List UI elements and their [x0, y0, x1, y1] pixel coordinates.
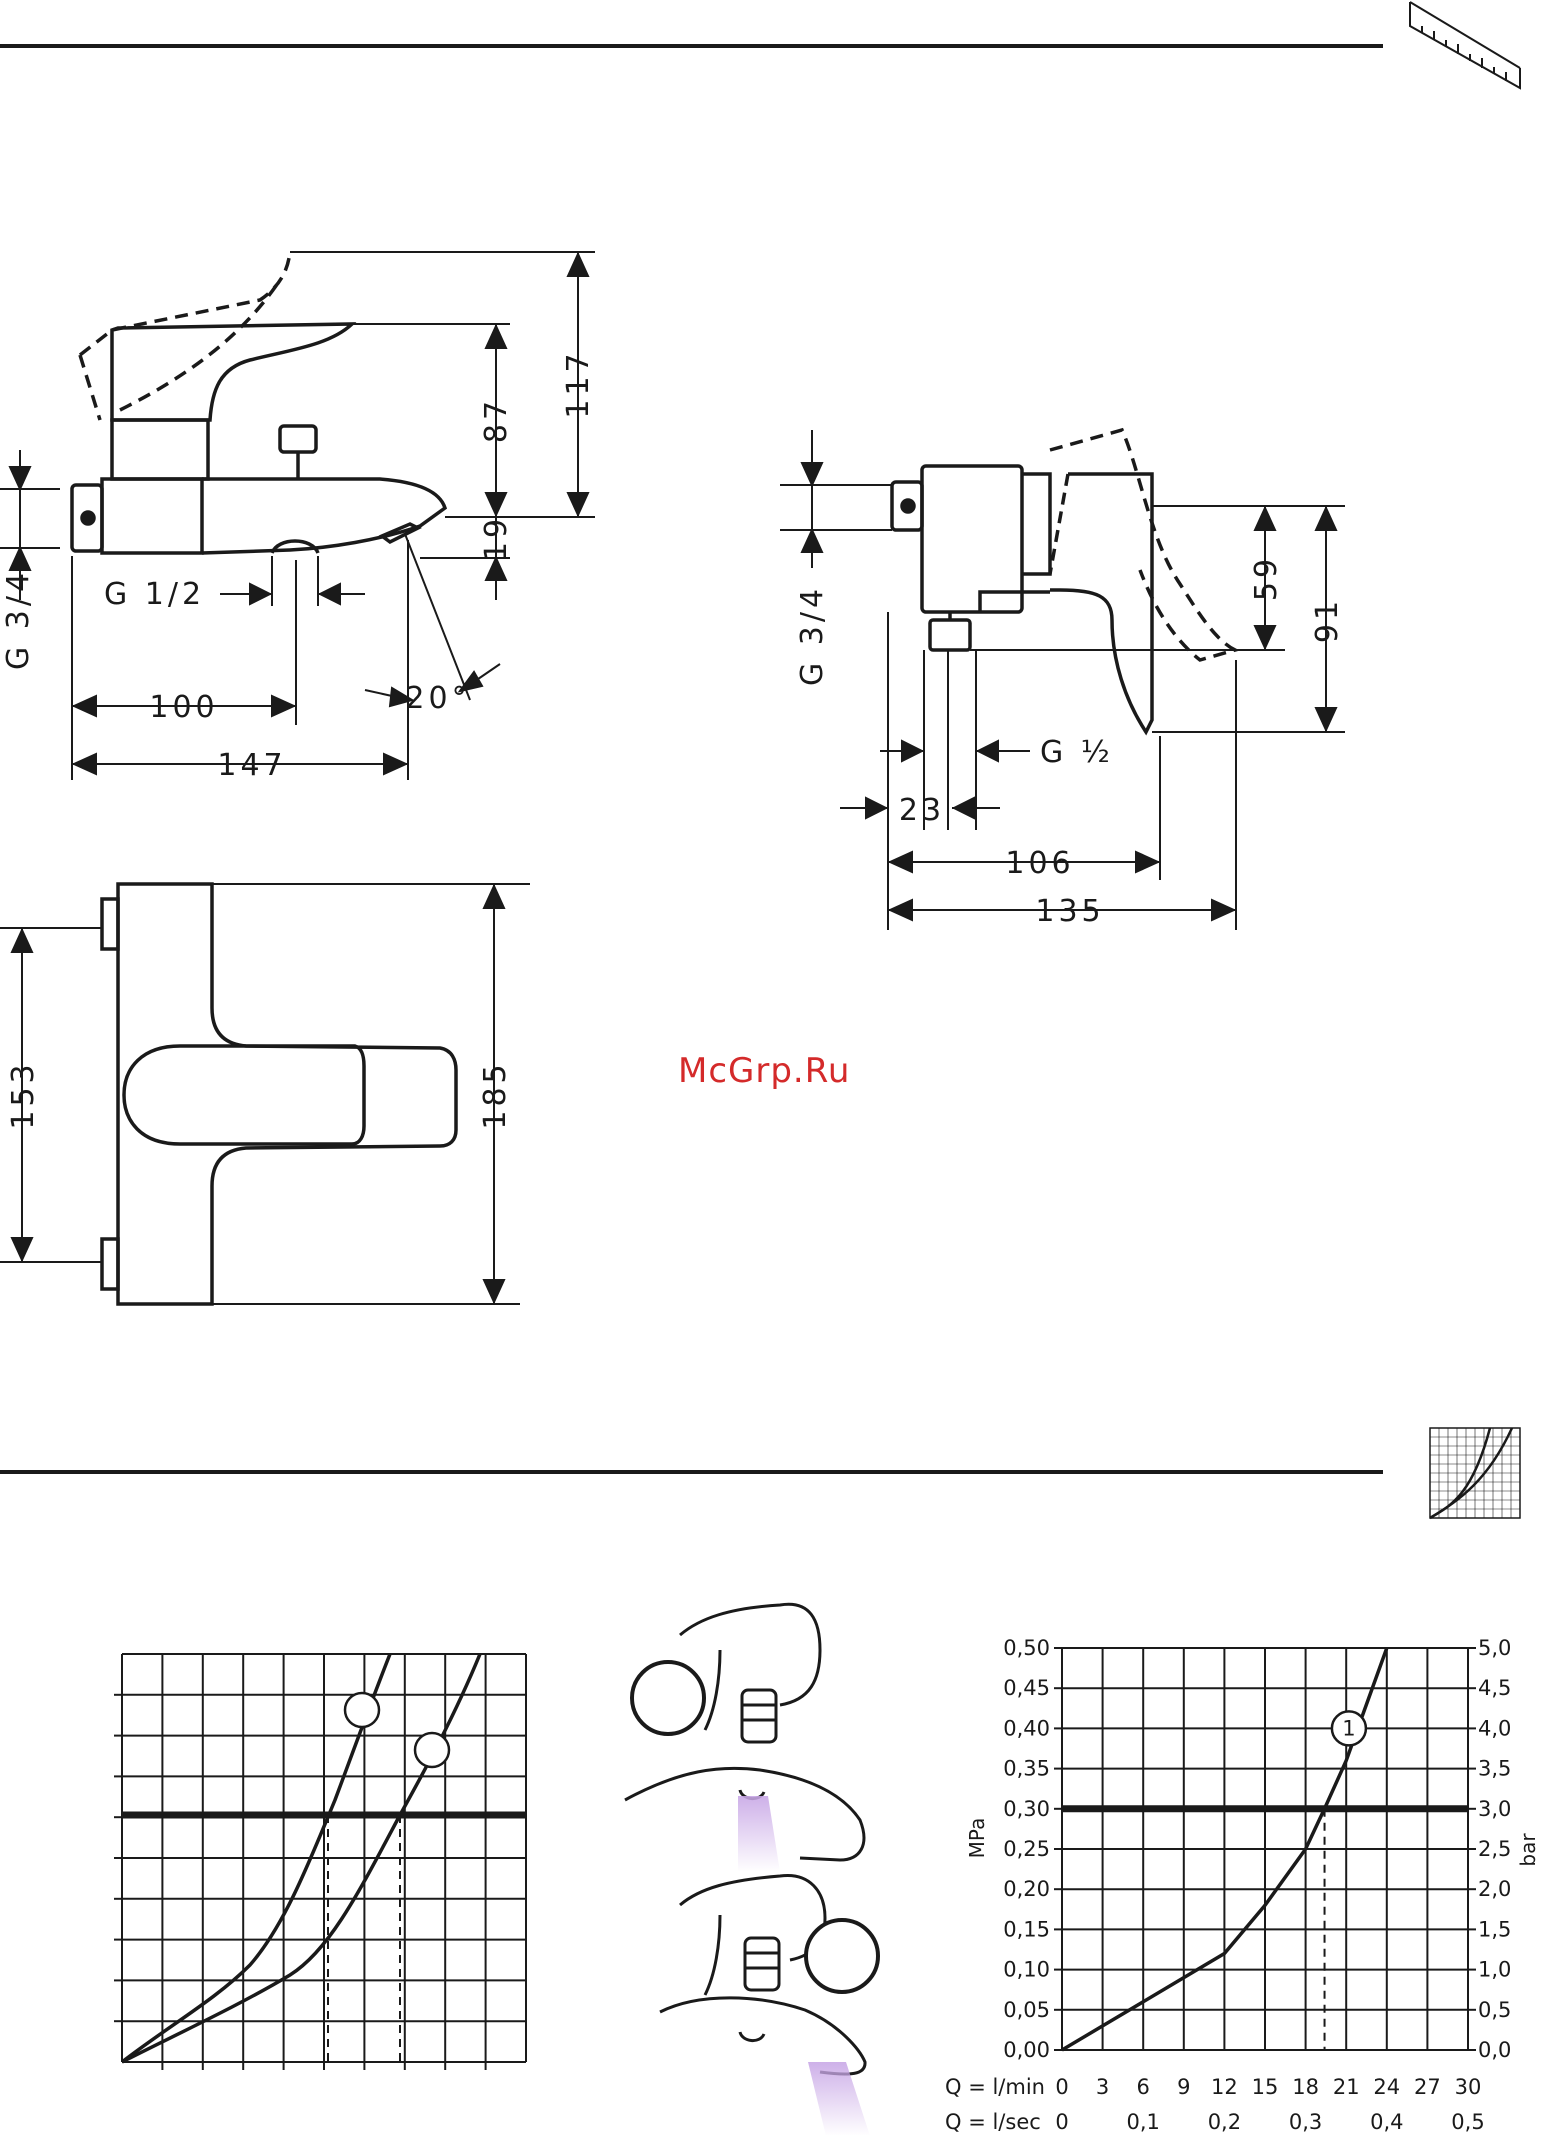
- flow-chart-y-right-label: bar: [1516, 1833, 1540, 1867]
- shower-mixer-side-labels: 59 91 23 106 135 G 3/4 G ½: [795, 555, 1345, 929]
- flow-chart-marker-label: 1: [1342, 1716, 1355, 1740]
- hand-shower-flow: [808, 2062, 870, 2136]
- flow-chart-x-tick-lmin: 3: [1096, 2075, 1109, 2099]
- flow-chart-left-tick-label: 0,15: [1003, 1917, 1050, 1941]
- flow-chart-x-tick-lmin: 18: [1292, 2075, 1319, 2099]
- flow-chart-x-tick-lsec: 0,4: [1370, 2110, 1403, 2134]
- flow-chart-x-tick-lsec: 0,3: [1289, 2110, 1322, 2134]
- flow-chart-x-ticks-lsec: 0 0,1 0,2 0,3 0,4 0,5: [1055, 2110, 1484, 2134]
- dim-91: 91: [1310, 597, 1345, 643]
- flow-chart-x-label-lmin: Q = l/min: [945, 2075, 1045, 2099]
- flow-chart-x-tick-lmin: 9: [1177, 2075, 1190, 2099]
- flow-chart-x-tick-lsec: 0: [1055, 2110, 1068, 2134]
- flow-chart-x-label-lsec: Q = l/sec: [945, 2110, 1041, 2134]
- flow-chart-right-tick-label: 4,0: [1478, 1716, 1511, 1740]
- label-g-half: G 1/2: [104, 577, 205, 612]
- flow-chart-marker: 1: [1332, 1711, 1366, 1745]
- left-flow-chart: [114, 1654, 526, 2070]
- label-g-half: G ½: [1040, 735, 1114, 770]
- flow-chart-x-tick-lmin: 15: [1252, 2075, 1279, 2099]
- left-chart-grid: [114, 1654, 526, 2070]
- flow-chart-right-tick-label: 0,0: [1478, 2038, 1511, 2062]
- flow-chart-left-tick-label: 0,25: [1003, 1837, 1050, 1861]
- flow-chart-grid: [1054, 1648, 1476, 2050]
- dim-20-deg: 20°: [405, 681, 470, 716]
- bath-spout-flow: [738, 1796, 780, 1872]
- flow-chart-right-tick-label: 1,5: [1478, 1917, 1511, 1941]
- bath-mixer-top-view: [102, 884, 456, 1304]
- flow-chart-x-tick-lsec: 0,2: [1208, 2110, 1241, 2134]
- flow-chart-left-tick-label: 0,50: [1003, 1636, 1050, 1660]
- flow-chart-right-tick-label: 2,5: [1478, 1837, 1511, 1861]
- left-chart-marker-1: [345, 1693, 379, 1727]
- flow-chart-x-tick-lsec: 0,1: [1126, 2110, 1159, 2134]
- flow-chart-right-tick-label: 1,0: [1478, 1958, 1511, 1982]
- shower-mixer-side-view: [892, 430, 1235, 732]
- flow-chart-x-tick-lmin: 30: [1455, 2075, 1482, 2099]
- hand-shower-flow-illustration: [660, 1875, 878, 2074]
- bath-mixer-top-dimensions: [0, 884, 530, 1304]
- bath-mixer-side-view: [72, 252, 445, 553]
- dim-153: 153: [6, 1060, 41, 1129]
- flow-chart-right-ticks: 0,0 0,5 1,0 1,5 2,0 2,5 3,0 3,5 4,0 4,5 5,0: [1478, 1636, 1511, 2062]
- bath-spout-dot: [632, 1662, 704, 1734]
- flow-chart-right-tick-label: 0,5: [1478, 1998, 1511, 2022]
- dim-87: 87: [479, 397, 514, 443]
- flow-chart-left-tick-label: 0,20: [1003, 1877, 1050, 1901]
- flow-chart-right-tick-label: 2,0: [1478, 1877, 1511, 1901]
- dim-147: 147: [217, 748, 286, 783]
- flow-chart-left-tick-label: 0,40: [1003, 1716, 1050, 1740]
- flow-chart-x-tick-lmin: 12: [1211, 2075, 1238, 2099]
- left-chart-marker-2: [415, 1733, 449, 1767]
- flow-rate-chart: 1 0,000,050,100,150,200,250,300,350,400,…: [945, 1636, 1540, 2134]
- flow-chart-x-tick-lmin: 0: [1055, 2075, 1068, 2099]
- label-g-three-quarter: G 3/4: [795, 585, 830, 686]
- dim-135: 135: [1035, 894, 1104, 929]
- ruler-icon: [1410, 2, 1520, 88]
- flow-chart-left-tick-label: 0,10: [1003, 1958, 1050, 1982]
- dim-59: 59: [1249, 555, 1284, 601]
- flow-chart-right-tick-label: 3,0: [1478, 1797, 1511, 1821]
- flow-chart-left-ticks: 0,00 0,05 0,10 0,15 0,20 0,25 0,30 0,35 0,40 0,45…: [1003, 1636, 1050, 2062]
- flow-chart-left-tick-label: 0,00: [1003, 2038, 1050, 2062]
- bath-mixer-top-labels: 153 185: [6, 1060, 513, 1129]
- dim-23: 23: [899, 793, 945, 828]
- flow-chart-left-tick-label: 0,35: [1003, 1757, 1050, 1781]
- flow-chart-x-tick-lsec: 0,5: [1451, 2110, 1484, 2134]
- flow-chart-x-tick-lmin: 27: [1414, 2075, 1441, 2099]
- flow-chart-x-ticks-lmin: 0 3 6 9 12 15 18 21 24 27 30: [1055, 2075, 1481, 2099]
- bath-mixer-side-labels: 117 87 19 100 147 20° G 1/2 G 3/4: [1, 349, 596, 783]
- flow-chart-left-tick-label: 0,45: [1003, 1676, 1050, 1700]
- flow-chart-x-tick-lmin: 21: [1333, 2075, 1360, 2099]
- dim-117: 117: [561, 349, 596, 418]
- dim-19: 19: [479, 515, 514, 561]
- label-g-three-quarter: G 3/4: [1, 569, 36, 670]
- dim-100: 100: [149, 690, 218, 725]
- flow-chart-icon: [1430, 1428, 1520, 1518]
- flow-chart-x-tick-lmin: 24: [1373, 2075, 1400, 2099]
- dim-106: 106: [1005, 846, 1074, 881]
- flow-chart-x-tick-lmin: 6: [1137, 2075, 1150, 2099]
- dim-185: 185: [478, 1060, 513, 1129]
- flow-chart-right-tick-label: 4,5: [1478, 1676, 1511, 1700]
- flow-chart-right-tick-label: 5,0: [1478, 1636, 1511, 1660]
- hand-shower-dot: [806, 1920, 878, 1992]
- flow-chart-y-left-label: MPa: [965, 1818, 989, 1859]
- flow-chart-left-tick-label: 0,30: [1003, 1797, 1050, 1821]
- flow-chart-right-tick-label: 3,5: [1478, 1757, 1511, 1781]
- watermark: McGrp.Ru: [678, 1051, 850, 1091]
- flow-chart-left-tick-label: 0,05: [1003, 1998, 1050, 2022]
